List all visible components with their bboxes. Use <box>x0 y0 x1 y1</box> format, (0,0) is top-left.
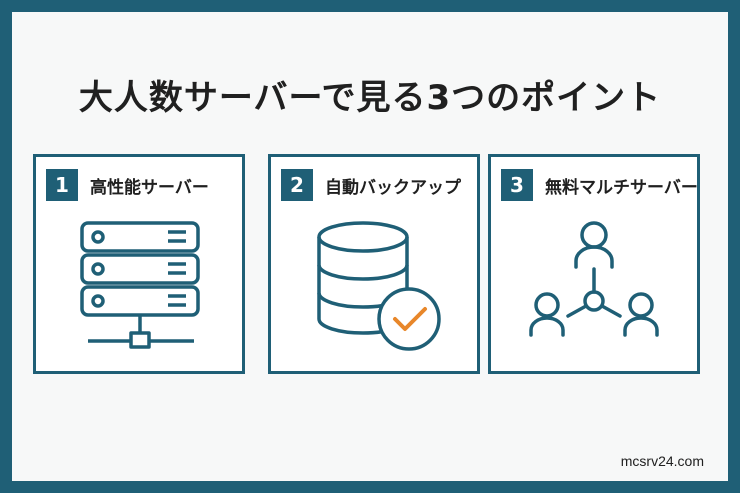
server-rack-icon <box>80 221 200 349</box>
card-free-multi-server: 3 無料マルチサーバー <box>488 154 700 374</box>
card-header: 2 自動バックアップ <box>281 169 469 201</box>
card-header: 3 無料マルチサーバー <box>501 169 698 201</box>
card-label: 高性能サーバー <box>90 177 209 198</box>
card-label: 自動バックアップ <box>325 177 461 198</box>
card-number-badge: 3 <box>501 169 533 201</box>
card-high-performance-server: 1 高性能サーバー <box>33 154 245 374</box>
card-number-badge: 2 <box>281 169 313 201</box>
people-network-icon <box>529 221 659 337</box>
card-label: 無料マルチサーバー <box>545 177 698 198</box>
card-header: 1 高性能サーバー <box>46 169 234 201</box>
content-frame: 大人数サーバーで見る3つのポイント 1 高性能サーバー <box>12 12 728 481</box>
database-check-icon <box>317 221 441 351</box>
footer-url: mcsrv24.com <box>620 453 704 469</box>
check-mark-icon <box>393 307 427 331</box>
card-number-badge: 1 <box>46 169 78 201</box>
card-auto-backup: 2 自動バックアップ <box>268 154 480 374</box>
page-title: 大人数サーバーで見る3つのポイント <box>78 78 662 118</box>
